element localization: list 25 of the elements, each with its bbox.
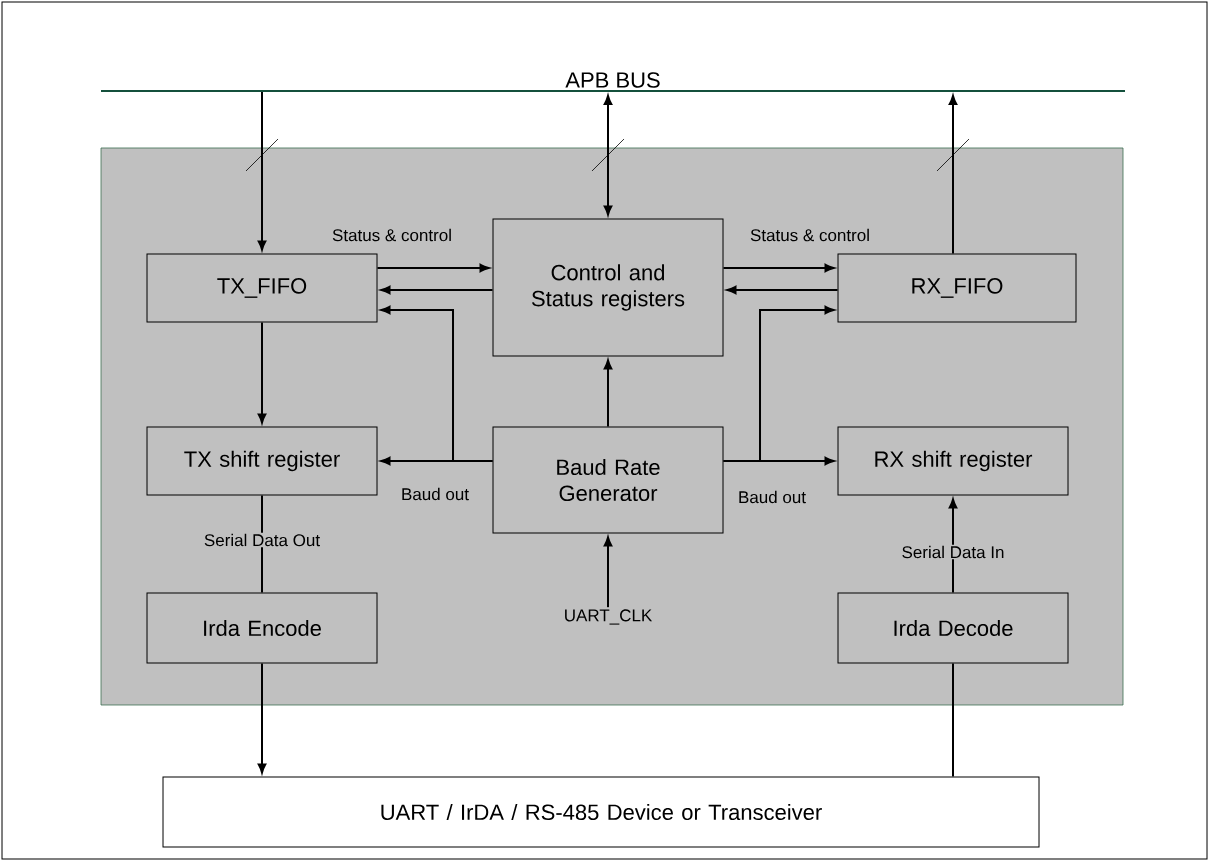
arrow (726, 285, 839, 295)
arrow (376, 263, 490, 273)
arrow (380, 285, 494, 295)
bus-line: APB BUS (100, 72, 1126, 92)
arrow (380, 305, 494, 462)
arrow (603, 536, 613, 609)
clock-label: UART_CLK (561, 607, 655, 627)
arrow (257, 321, 267, 424)
fifo-box: TX_FIFO (146, 253, 378, 323)
register-box: Control and Status registers (492, 218, 724, 357)
arrow (948, 498, 958, 594)
arrow (722, 263, 835, 273)
arrow (948, 95, 958, 255)
generator-box: Baud Rate Generator (492, 426, 724, 534)
arrow (603, 95, 613, 216)
register-box: RX shift register (837, 426, 1069, 496)
encoder-box: Irda Encode (146, 592, 378, 664)
fifo-box: RX_FIFO (837, 253, 1077, 323)
arrow (603, 359, 613, 428)
arrow (257, 662, 267, 774)
arrow (722, 305, 835, 462)
register-box: TX shift register (146, 426, 378, 496)
transceiver-box: UART / IrDA / RS-485 Device or Transceiver (162, 776, 1040, 848)
arrow (257, 91, 267, 251)
decoder-box: Irda Decode (837, 592, 1069, 664)
